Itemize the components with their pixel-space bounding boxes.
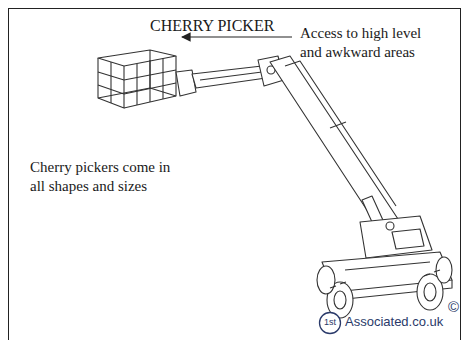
logo-text: Associated.co.uk xyxy=(345,314,443,330)
copyright-mark: © xyxy=(448,298,459,317)
frame xyxy=(9,9,461,340)
title: CHERRY PICKER xyxy=(150,16,274,36)
cherry-picker xyxy=(98,50,452,318)
logo-number: 1st xyxy=(324,317,336,328)
note-text: Cherry pickers come in all shapes and si… xyxy=(30,158,180,196)
callout-note: Access to high level and awkward areas xyxy=(300,24,432,62)
leader-arrow xyxy=(182,36,292,37)
logo-circle xyxy=(320,313,341,334)
